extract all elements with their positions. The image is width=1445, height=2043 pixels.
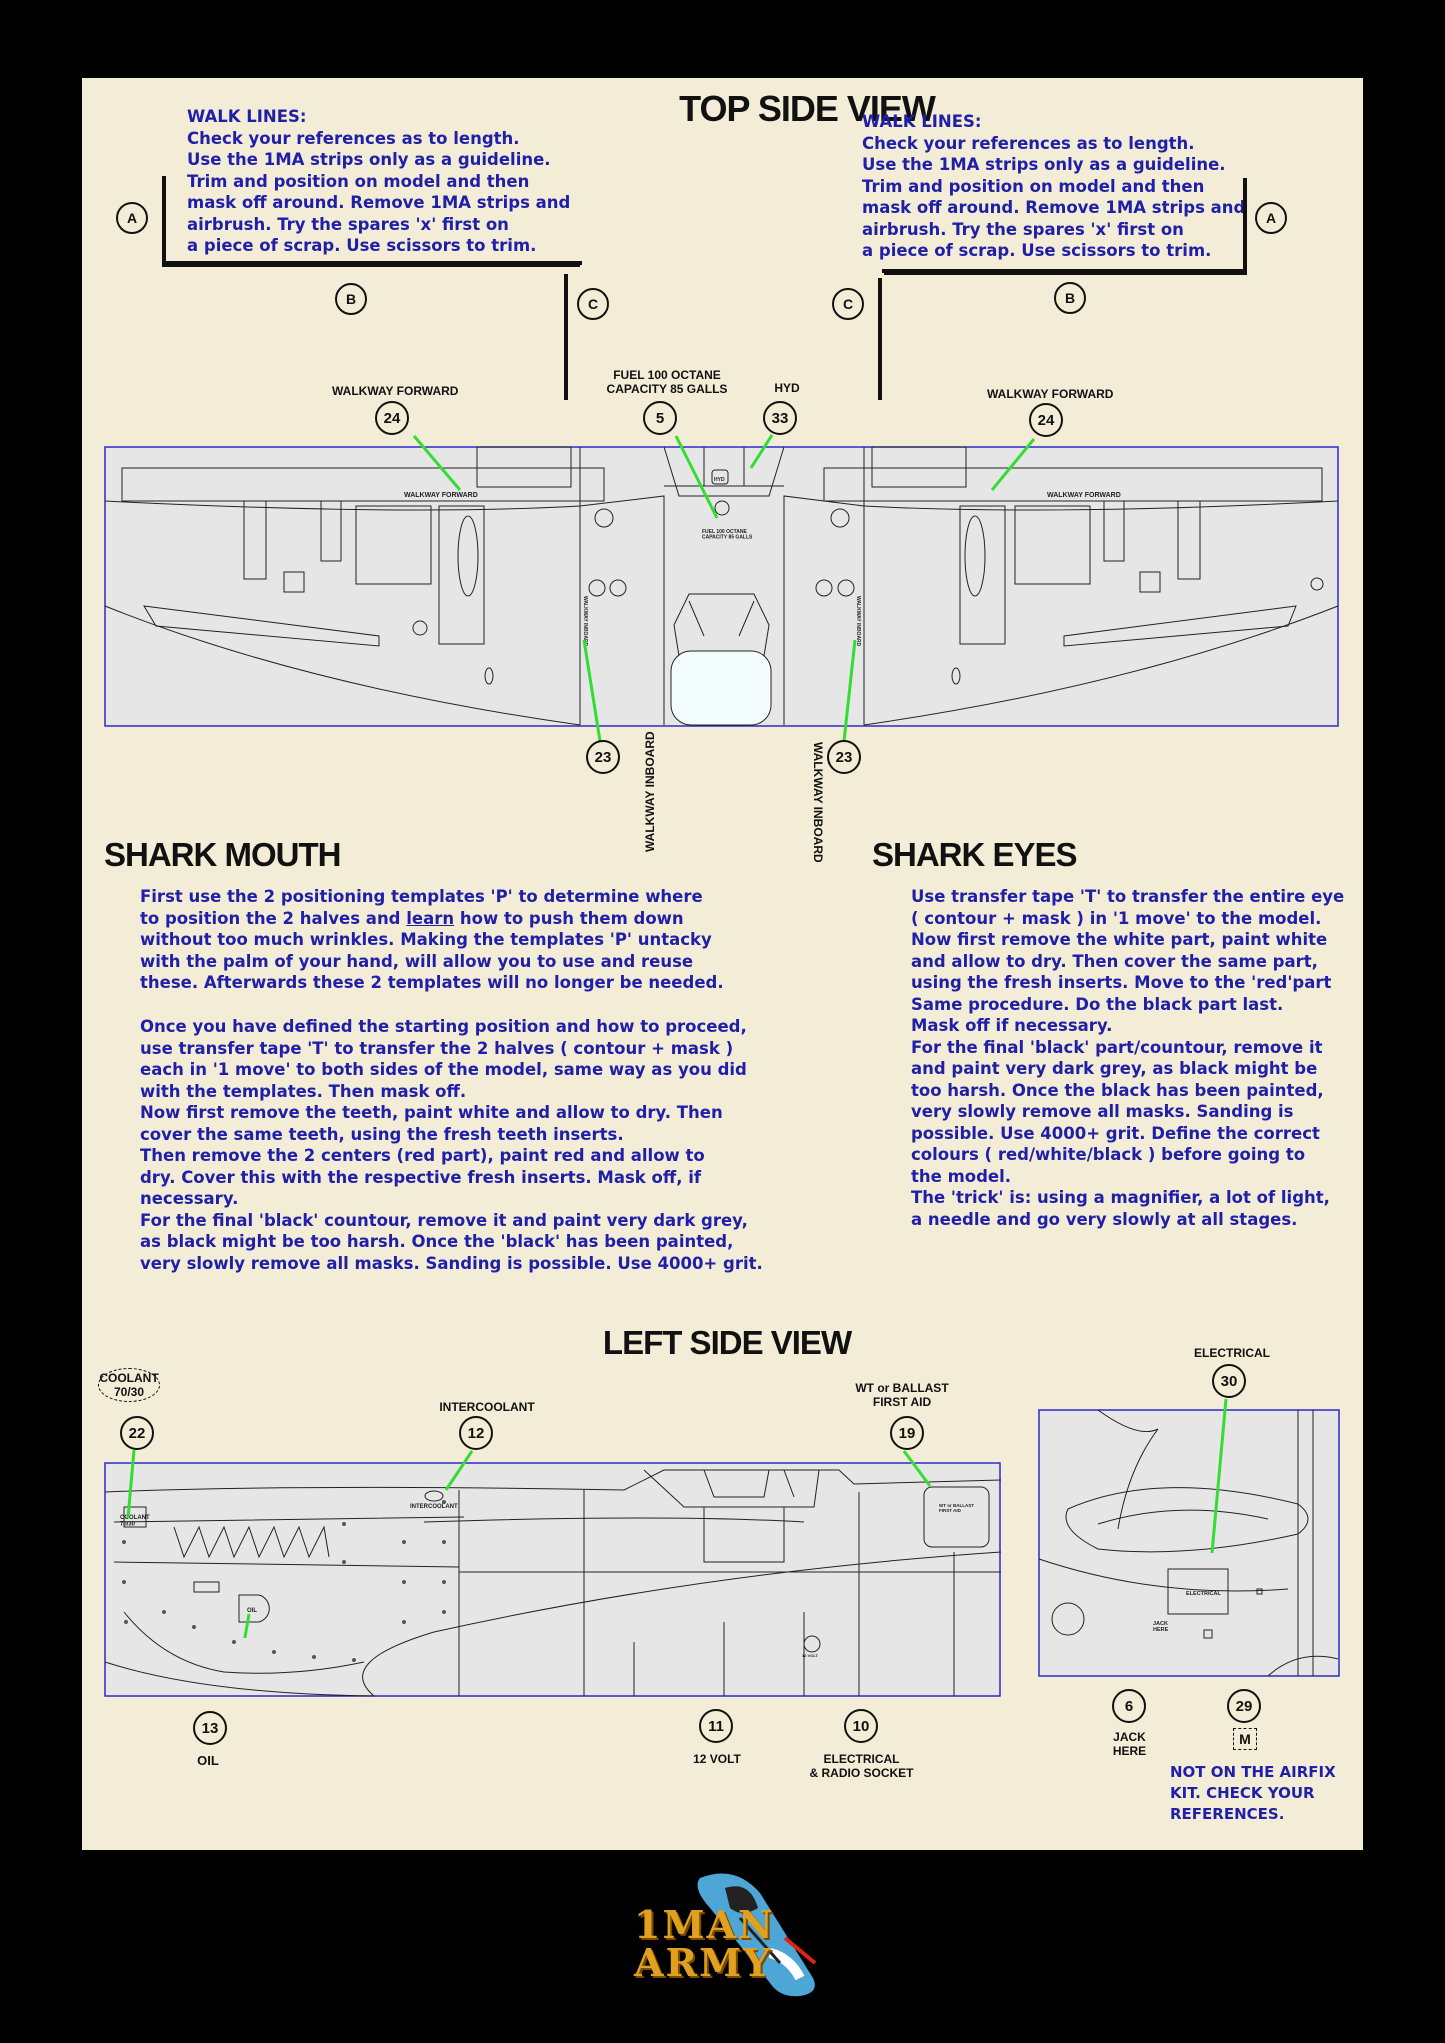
- learn-word: learn: [406, 908, 455, 928]
- stencil-walkway-forward-right: WALKWAY FORWARD: [1047, 492, 1121, 499]
- decal-30-callout: 30: [1212, 1364, 1246, 1398]
- decal-12-callout: 12: [459, 1416, 493, 1450]
- decal-23-left-callout: 23: [586, 740, 620, 774]
- decal-33-callout: 33: [763, 401, 797, 435]
- stencil-intercoolant: INTERCOOLANT: [410, 1504, 458, 1510]
- strip-c-right-marker: C: [832, 288, 864, 320]
- decal-6-callout: 6: [1112, 1689, 1146, 1723]
- decal-24-left-callout: 24: [375, 401, 409, 435]
- label-coolant: COOLANT 70/30: [98, 1368, 160, 1402]
- label-electrical-top: ELECTRICAL: [1194, 1346, 1270, 1360]
- shark-mouth-paragraph-1: First use the 2 positioning templates 'P…: [140, 887, 724, 992]
- decal-19-callout: 19: [890, 1416, 924, 1450]
- label-walkway-forward-left: WALKWAY FORWARD: [332, 384, 459, 398]
- not-on-airfix-note: NOT ON THE AIRFIX KIT. CHECK YOUR REFERE…: [1170, 1763, 1336, 1823]
- label-12-volt: 12 VOLT: [693, 1752, 741, 1766]
- walk-line-strips: [162, 176, 1247, 400]
- decal-24-right-callout: 24: [1029, 403, 1063, 437]
- label-oil: OIL: [197, 1753, 219, 1768]
- strip-b-left-marker: B: [335, 283, 367, 315]
- top-view-leader-lines: [412, 434, 1036, 742]
- label-walkway-inboard-right: WALKWAY INBOARD: [811, 742, 825, 863]
- label-walkway-forward-right: WALKWAY FORWARD: [987, 387, 1114, 401]
- label-walkway-inboard-left: WALKWAY INBOARD: [643, 731, 657, 852]
- strip-c-left-marker: C: [577, 288, 609, 320]
- decal-23-right-callout: 23: [827, 740, 861, 774]
- decal-m-box: M: [1233, 1728, 1257, 1750]
- top-view-wing-drawing: WALKWAY FORWARD WALKWAY FORWARD HYD FUEL…: [104, 446, 1339, 727]
- logo-text: 1MAN ARMY: [634, 1902, 775, 1985]
- label-wt-ballast: WT or BALLAST FIRST AID: [855, 1381, 949, 1409]
- stencil-hyd: HYD: [714, 477, 725, 483]
- stencil-oil: OIL: [247, 1608, 257, 1614]
- stencil-walkway-inboard-right: WALKWAY INBOARD: [855, 596, 861, 647]
- walk-lines-right-text: WALK LINES: Check your references as to …: [862, 112, 1246, 260]
- decal-13-callout: 13: [193, 1711, 227, 1745]
- shark-mouth-title: SHARK MOUTH: [104, 836, 341, 873]
- label-hyd: HYD: [774, 381, 800, 395]
- shark-mouth-paragraph-2: Once you have defined the starting posit…: [140, 1017, 763, 1273]
- decal-10-callout: 10: [844, 1709, 878, 1743]
- decal-11-callout: 11: [699, 1709, 733, 1743]
- walk-lines-left-text: WALK LINES: Check your references as to …: [187, 107, 571, 255]
- shark-eyes-title: SHARK EYES: [872, 836, 1078, 873]
- 1man-army-logo: 1MAN ARMY: [630, 1868, 820, 1998]
- left-side-view-title: LEFT SIDE VIEW: [602, 1324, 852, 1361]
- label-fuel: FUEL 100 OCTANE CAPACITY 85 GALLS: [606, 368, 728, 396]
- logo-emblem: [697, 1873, 817, 1997]
- decal-29-callout: 29: [1227, 1689, 1261, 1723]
- stencil-electrical: ELECTRICAL: [1186, 1591, 1221, 1597]
- label-jack-here: JACK HERE: [1112, 1730, 1147, 1758]
- stencil-walkway-inboard-left: WALKWAY INBOARD: [582, 596, 588, 647]
- stencil-walkway-forward-left: WALKWAY FORWARD: [404, 492, 478, 499]
- strip-a-right-marker: A: [1255, 202, 1287, 234]
- left-view-leader-lines: [126, 1398, 1228, 1638]
- decal-5-callout: 5: [643, 401, 677, 435]
- label-intercoolant: INTERCOOLANT: [439, 1400, 535, 1414]
- strip-b-right-marker: B: [1054, 282, 1086, 314]
- stencil-12-volt: 12 VOLT: [802, 1653, 818, 1658]
- instruction-sheet: TOP SIDE VIEW WALK LINES: Check your ref…: [82, 78, 1363, 1850]
- strip-a-left-marker: A: [116, 202, 148, 234]
- decal-22-callout: 22: [120, 1416, 154, 1450]
- top-side-view-title: TOP SIDE VIEW: [679, 88, 936, 129]
- label-electrical-radio-socket: ELECTRICAL & RADIO SOCKET: [809, 1752, 914, 1780]
- shark-eyes-text: Use transfer tape 'T' to transfer the en…: [911, 887, 1345, 1229]
